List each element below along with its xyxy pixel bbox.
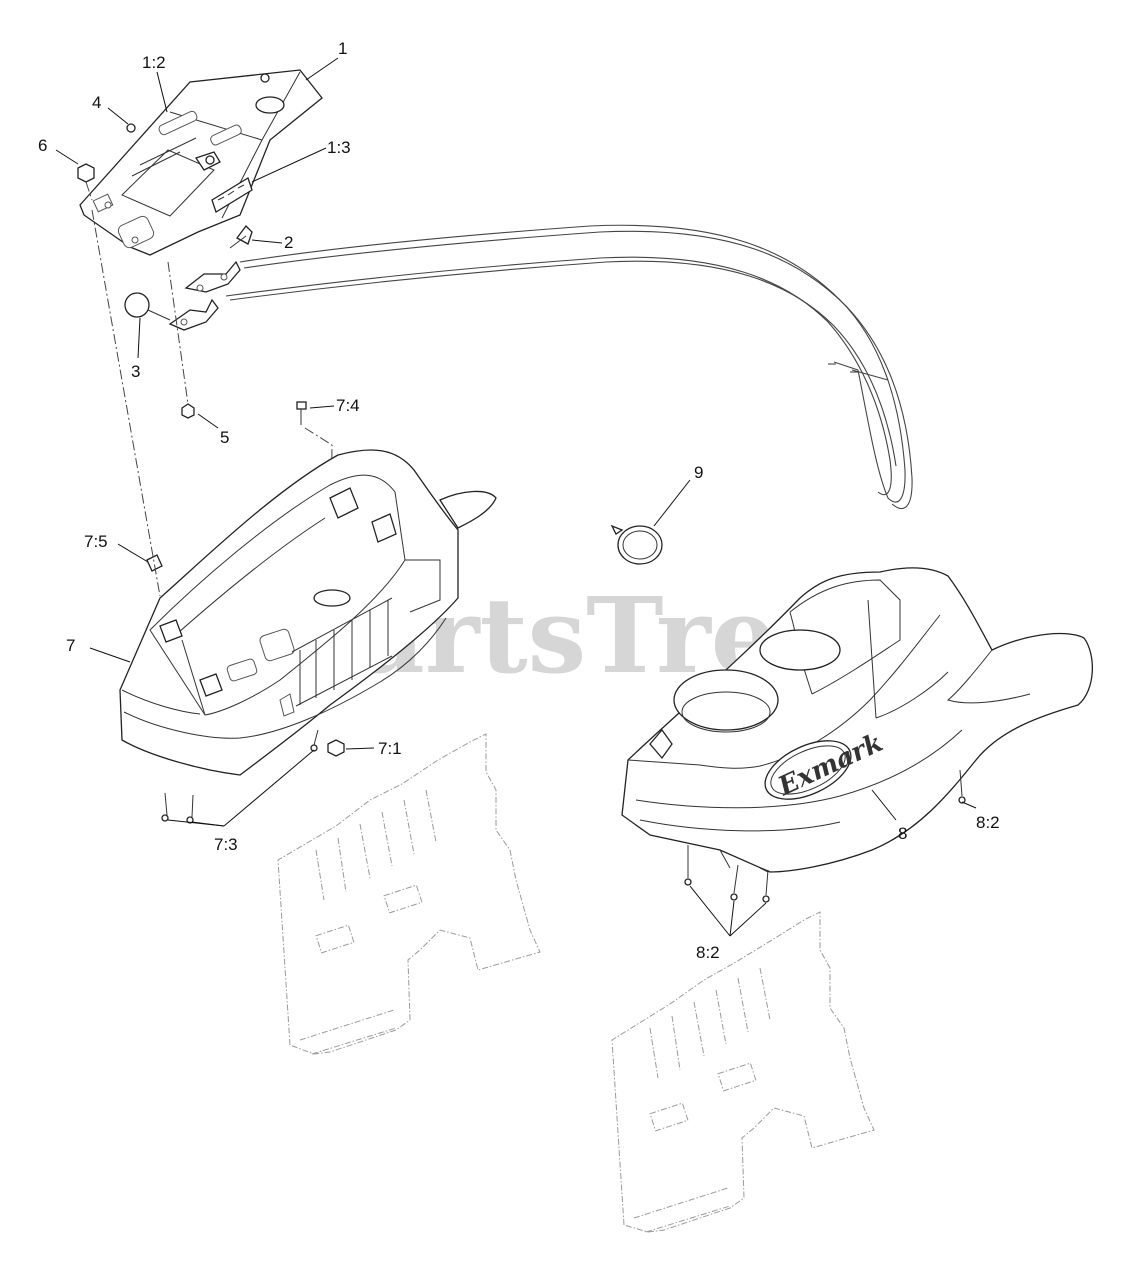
callout-8: 8 — [898, 824, 907, 843]
clip-nut-part-7-5[interactable] — [146, 554, 163, 572]
screws-part-7-3[interactable] — [161, 729, 319, 824]
nut-part-5[interactable] — [181, 403, 195, 419]
screws-part-8-2[interactable] — [684, 769, 966, 903]
callout-6: 6 — [38, 136, 47, 155]
heat-shield-right — [611, 911, 875, 1233]
callout-5: 5 — [220, 428, 229, 447]
knob-part-3[interactable] — [124, 292, 171, 321]
callout-7-4: 7:4 — [336, 396, 360, 415]
bolt-part-4[interactable] — [126, 123, 136, 133]
throttle-cables — [225, 224, 913, 509]
bolt-part-7-4[interactable] — [296, 401, 307, 425]
throttle-levers[interactable] — [168, 260, 241, 331]
callout-2: 2 — [284, 233, 293, 252]
switch-part-2[interactable] — [229, 225, 253, 249]
left-console-housing-part-7[interactable] — [119, 449, 497, 776]
callout-3: 3 — [131, 362, 140, 381]
callout-1-2: 1:2 — [142, 53, 166, 72]
decal-part-1-3[interactable] — [211, 177, 253, 213]
callout-7-5: 7:5 — [84, 532, 108, 551]
nut-part-6[interactable] — [77, 163, 95, 201]
callout-8-2-bottom: 8:2 — [696, 943, 720, 962]
right-console-housing-part-8[interactable]: Exmark — [621, 567, 1094, 873]
nut-part-7-1[interactable] — [327, 739, 345, 757]
callout-7-3: 7:3 — [214, 835, 238, 854]
callout-1-3: 1:3 — [327, 138, 351, 157]
callout-7-1: 7:1 — [378, 739, 402, 758]
hose-clamp-part-9[interactable] — [610, 524, 663, 565]
leader-lines — [55, 57, 977, 937]
heat-shield-left — [277, 733, 541, 1055]
callout-8-2-right: 8:2 — [976, 813, 1000, 832]
callout-4: 4 — [92, 93, 101, 112]
callout-9: 9 — [694, 463, 703, 482]
control-panel-part-1[interactable] — [79, 69, 323, 256]
callout-1: 1 — [338, 39, 347, 58]
callout-7: 7 — [66, 636, 75, 655]
